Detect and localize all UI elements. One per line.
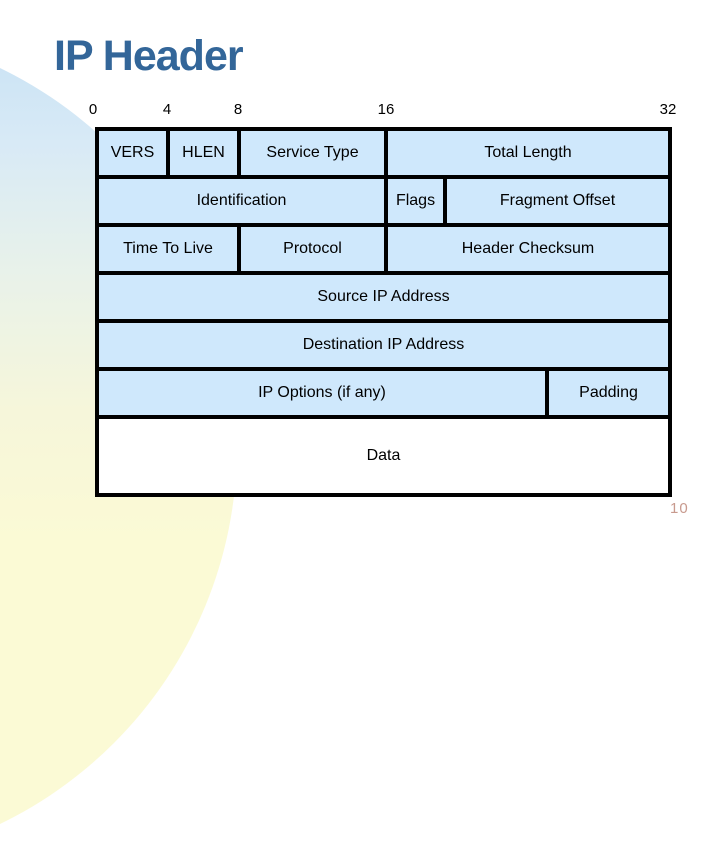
field-label: Protocol [283,240,342,257]
field-cell-hlen: HLEN [168,129,239,177]
diagram-row: Identification Flags Fragment Offset [97,177,670,225]
bit-label-4: 4 [162,101,172,118]
field-label: Service Type [266,144,359,161]
field-label: Time To Live [123,240,213,257]
field-cell-header-checksum: Header Checksum [386,225,670,273]
field-cell-service-type: Service Type [239,129,386,177]
field-label: IP Options (if any) [258,384,386,401]
bit-label-8: 8 [233,101,243,118]
field-label: Padding [579,384,638,401]
field-cell-destination-ip-address: Destination IP Address [97,321,670,369]
field-cell-source-ip-address: Source IP Address [97,273,670,321]
bit-label-0: 0 [88,101,98,118]
field-cell-total-length: Total Length [386,129,670,177]
field-cell-time-to-live: Time To Live [97,225,239,273]
field-cell-ip-options-if-any: IP Options (if any) [97,369,547,417]
diagram-row: Time To Live Protocol Header Checksum [97,225,670,273]
diagram-row: Destination IP Address [97,321,670,369]
field-label: Total Length [484,144,572,161]
field-cell-identification: Identification [97,177,386,225]
bit-label-16: 16 [377,101,395,118]
page-title: IP Header [54,32,244,80]
diagram-row: Data [97,417,670,495]
field-label: Data [366,447,401,464]
field-label: Flags [395,192,436,209]
page-number: 10 [670,500,689,517]
field-label: Fragment Offset [499,192,616,209]
bit-label-32: 32 [659,101,677,118]
field-label: VERS [110,144,155,161]
field-label: Header Checksum [461,240,595,257]
diagram-row: VERS HLEN Service Type Total Length [97,129,670,177]
field-cell-padding: Padding [547,369,670,417]
field-cell-flags: Flags [386,177,445,225]
diagram-row: Source IP Address [97,273,670,321]
diagram-row: IP Options (if any) Padding [97,369,670,417]
field-label: Destination IP Address [302,336,465,353]
field-cell-data: Data [97,417,670,495]
field-label: Identification [196,192,287,209]
field-label: Source IP Address [317,288,450,305]
field-cell-vers: VERS [97,129,168,177]
field-label: HLEN [182,144,225,161]
field-cell-fragment-offset: Fragment Offset [445,177,670,225]
field-cell-protocol: Protocol [239,225,386,273]
